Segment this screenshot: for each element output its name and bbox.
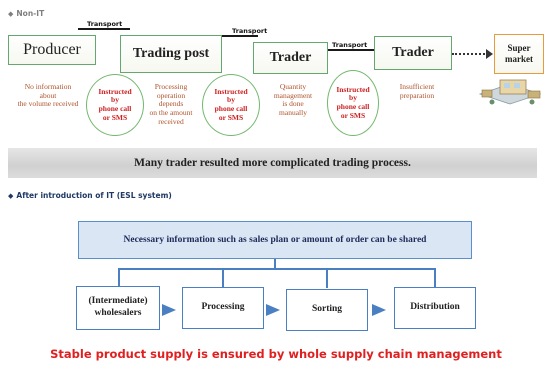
dotted-connector (452, 53, 488, 55)
trading-post-box: Trading post (120, 35, 222, 73)
wholesalers-box: (Intermediate) wholesalers (76, 286, 160, 330)
footer-statement: Stable product supply is ensured by whol… (50, 347, 502, 361)
section-label-text: Non-IT (16, 9, 45, 18)
section-label-text: After introduction of IT (ESL system) (16, 191, 172, 200)
trader-note-1: Quantity management is done manually (273, 82, 313, 117)
connector-line-1 (78, 28, 130, 30)
summary-banner-text: Many trader resulted more complicated tr… (134, 157, 411, 169)
section-label-non-it: ◆Non-IT (8, 9, 44, 18)
connector-line-2 (220, 35, 258, 37)
trader-note-2: Insufficient preparation (399, 82, 435, 100)
trader-label-1: Trader (269, 50, 312, 65)
supermarket-box: Super market (494, 34, 544, 74)
diamond-bullet-icon: ◆ (8, 192, 14, 200)
producer-label: Producer (23, 41, 81, 58)
instruction-bubble-3: Instructed by phone call or SMS (327, 70, 379, 136)
trading-post-label: Trading post (132, 46, 210, 61)
producer-note: No information about the volume received (17, 82, 79, 109)
trading-post-note: Processing operation depends on the amou… (149, 82, 193, 126)
tree-drop-1 (118, 268, 120, 288)
tree-branch (118, 268, 434, 270)
instruction-bubble-2: Instructed by phone call or SMS (202, 74, 260, 136)
arrow-right-icon (486, 49, 493, 59)
supermarket-label: Super market (505, 43, 533, 64)
transport-label-2: Transport (232, 27, 268, 35)
trader-box-2: Trader (374, 36, 452, 70)
summary-banner: Many trader resulted more complicated tr… (8, 148, 537, 178)
processing-label: Processing (201, 302, 245, 313)
section-label-after-it: ◆After introduction of IT (ESL system) (8, 191, 172, 200)
tree-drop-3 (326, 268, 328, 288)
arrow-right-icon (266, 304, 280, 316)
connector-line-3 (328, 49, 376, 51)
shared-information-box: Necessary information such as sales plan… (78, 221, 472, 259)
producer-box: Producer (8, 35, 96, 65)
transport-label-3: Transport (332, 41, 368, 49)
tree-drop-2 (222, 268, 224, 288)
arrow-right-icon (162, 304, 176, 316)
processing-box: Processing (182, 287, 264, 329)
tree-drop-4 (434, 268, 436, 288)
tree-stem (274, 259, 276, 268)
distribution-box: Distribution (394, 287, 476, 329)
distribution-label: Distribution (410, 302, 460, 313)
trader-box-1: Trader (253, 42, 328, 74)
arrow-right-icon (372, 304, 386, 316)
wholesalers-label: (Intermediate) wholesalers (88, 296, 148, 318)
supermarket-illustration (478, 79, 542, 105)
trader-label-2: Trader (392, 45, 434, 60)
diamond-bullet-icon: ◆ (8, 10, 14, 18)
instruction-bubble-1: Instructed by phone call or SMS (86, 74, 144, 136)
sorting-box: Sorting (286, 289, 368, 331)
sorting-label: Sorting (311, 304, 343, 315)
shared-information-text: Necessary information such as sales plan… (123, 235, 427, 245)
transport-label-1: Transport (87, 20, 123, 28)
